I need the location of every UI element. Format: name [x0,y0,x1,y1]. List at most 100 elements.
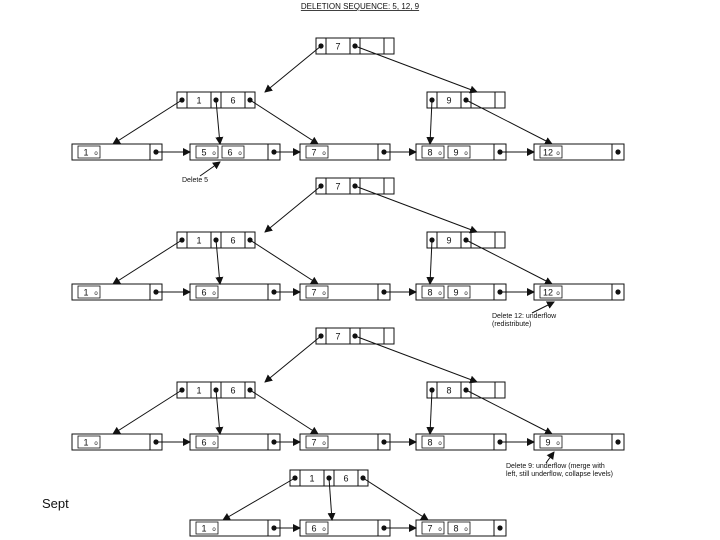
stage-1-edge [465,99,553,145]
stage-1-leaf-key-box [221,145,245,159]
stage-3-leaf-key-box [305,435,329,449]
stage-1-annotation: Delete 5 [182,177,208,184]
stage-2-edge [426,239,435,285]
stage-2-leaf-key: 12 [543,288,553,298]
stage-1-internal-right-cell [494,91,506,109]
stage-4-root-node-key: 1 [309,474,314,484]
stage-2-internal-right-cell [494,231,506,249]
stage-2-internal-left-cell [244,231,256,249]
stage-2-root-node-cell [383,177,395,195]
stage-1-internal-left-cell [244,91,256,109]
stage-3-leaf-record-marker: o [556,441,560,447]
stage-2-internal-right-key: 9 [446,236,451,246]
stage-3-edge [112,389,183,435]
stage-1-leaf-key-box [539,145,563,159]
stage-2-root-node: 7 [315,177,395,195]
stage-3-internal-right: 8 [426,381,506,399]
stage-1-leaf-key: 1 [83,148,88,158]
stage-2-internal-right-cell [470,231,496,249]
stage-4-root-node-cell [357,469,369,487]
stage-1-leaf-key-box [447,145,471,159]
stage-1-edge [426,99,435,145]
stage-4-root-node-key: 6 [343,474,348,484]
stage-3-internal-right-cell [494,381,506,399]
stage-4-leaf-record-marker: o [212,527,216,533]
stage-2-leaf-record-marker: o [94,291,98,297]
stage-2-leaf-record-marker: o [322,291,326,297]
stage-3-leaf-key: 1 [83,438,88,448]
stage-2-internal-left-key: 6 [230,236,235,246]
stage-2-annotation-arrow [531,301,555,314]
stage-2-leaf-key: 1 [83,288,88,298]
stage-4-leaf-key-box [421,521,445,535]
stage-2-leaf-key-box [447,285,471,299]
stage-3-edge [264,335,322,383]
stage-1-edge [215,99,224,145]
stage-4-leaf-record-marker: o [464,527,468,533]
stage-4-leaf-key-box [447,521,471,535]
stage-1-leaf-key-box [195,145,219,159]
stage-1-leaf-record-marker: o [438,151,442,157]
stage-1-leaf-key-box [421,145,445,159]
stage-3-leaf-key: 8 [427,438,432,448]
stage-3-leaf-next-pointer [615,439,621,445]
stage-2-leaf-key-box [539,285,563,299]
stage-2-leaf-next-pointer [615,289,621,295]
stage-3-internal-left-key: 6 [230,386,235,396]
stage-3-leaf-key-box [421,435,445,449]
stage-1-leaf-record-marker: o [464,151,468,157]
stage-3-annotation-arrow [545,451,555,464]
stage-2-edge [112,239,183,285]
stage-2-internal-right: 9 [426,231,506,249]
stage-2-edge [249,239,319,285]
stage-1-internal-right-key: 9 [446,96,451,106]
stage-4-leaf-key: 8 [453,524,458,534]
stage-2-leaf-key: 6 [201,288,206,298]
stage-3-edge [215,389,224,435]
stage-3-leaf-key-box [195,435,219,449]
stage-3-leaf-record-marker: o [212,441,216,447]
stage-1-leaf-key-box [305,145,329,159]
stage-3-annotation: Delete 9: underflow (merge with [506,463,605,470]
stage-3-leaf-key-box [77,435,101,449]
stage-1-root-node: 7 [315,37,395,55]
stage-3-leaf-record-marker: o [94,441,98,447]
stage-2-leaf-key: 8 [427,288,432,298]
stage-4-leaf-record-marker: o [438,527,442,533]
stage-4-leaf-key: 1 [201,524,206,534]
stage-1-internal-left-key: 6 [230,96,235,106]
stage-3-internal-left-key: 1 [196,386,201,396]
stage-2-edge [264,185,322,233]
stage-2-leaf-record-marker: o [556,291,560,297]
stage-4-leaf-next-pointer [497,525,503,531]
stage-3-internal-left-cell [244,381,256,399]
stage-1-internal-right-cell [470,91,496,109]
stage-1-edge [354,45,478,94]
stage-1-leaf-key-box [77,145,101,159]
stage-3-root-node-cell [359,327,385,345]
stage-3-edge [465,389,553,435]
stage-2-edge [215,239,224,285]
stage-3-internal-right-key: 8 [446,386,451,396]
stage-1-leaf-key: 9 [453,148,458,158]
stage-1-leaf-record-marker: o [94,151,98,157]
stage-1-annotation-arrow [199,161,221,177]
stage-3-leaf-key: 7 [311,438,316,448]
